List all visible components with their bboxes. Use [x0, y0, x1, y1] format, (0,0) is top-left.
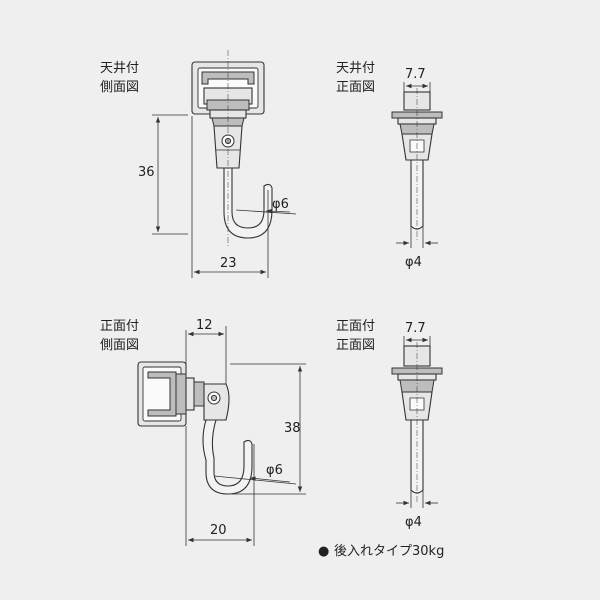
dim-width-23: 23 [220, 256, 237, 271]
dim-rod-diameter: φ4 [405, 255, 422, 270]
view-ceiling-front: 天井付 正面図 7.7 φ4 [336, 61, 443, 270]
view-wall-side: 正面付 側面図 12 38 20 [100, 318, 306, 546]
view-label-line1: 天井付 [100, 61, 139, 76]
dim-rod-diameter: φ4 [405, 515, 422, 530]
dim-width-20: 20 [210, 523, 227, 538]
view-label-line1: 天井付 [336, 61, 375, 76]
note-text: 後入れタイプ30kg [334, 544, 444, 559]
hook [202, 419, 253, 495]
view-label-line2: 側面図 [100, 338, 139, 353]
dim-height-38: 38 [284, 421, 301, 436]
view-label-line1: 正面付 [336, 319, 375, 334]
view-label-line2: 正面図 [336, 80, 375, 95]
view-label-line2: 側面図 [100, 80, 139, 95]
dim-hook-diameter: φ6 [266, 463, 283, 478]
dim-height-36: 36 [138, 165, 155, 180]
note-bullet: ● [318, 544, 329, 559]
view-label-line2: 正面図 [336, 338, 375, 353]
hook [223, 167, 273, 239]
dim-top-7-7: 7.7 [405, 67, 426, 82]
dim-top-7-7: 7.7 [405, 321, 426, 336]
dim-hook-diameter: φ6 [272, 197, 289, 212]
view-label-line1: 正面付 [100, 319, 139, 334]
runner [175, 373, 230, 421]
view-wall-front: 正面付 正面図 7.7 φ4 [336, 319, 443, 530]
dim-top-12: 12 [196, 318, 213, 333]
note: ● 後入れタイプ30kg [318, 544, 444, 559]
view-ceiling-side: 天井付 側面図 36 23 [100, 50, 297, 278]
rail-bracket [137, 361, 187, 427]
